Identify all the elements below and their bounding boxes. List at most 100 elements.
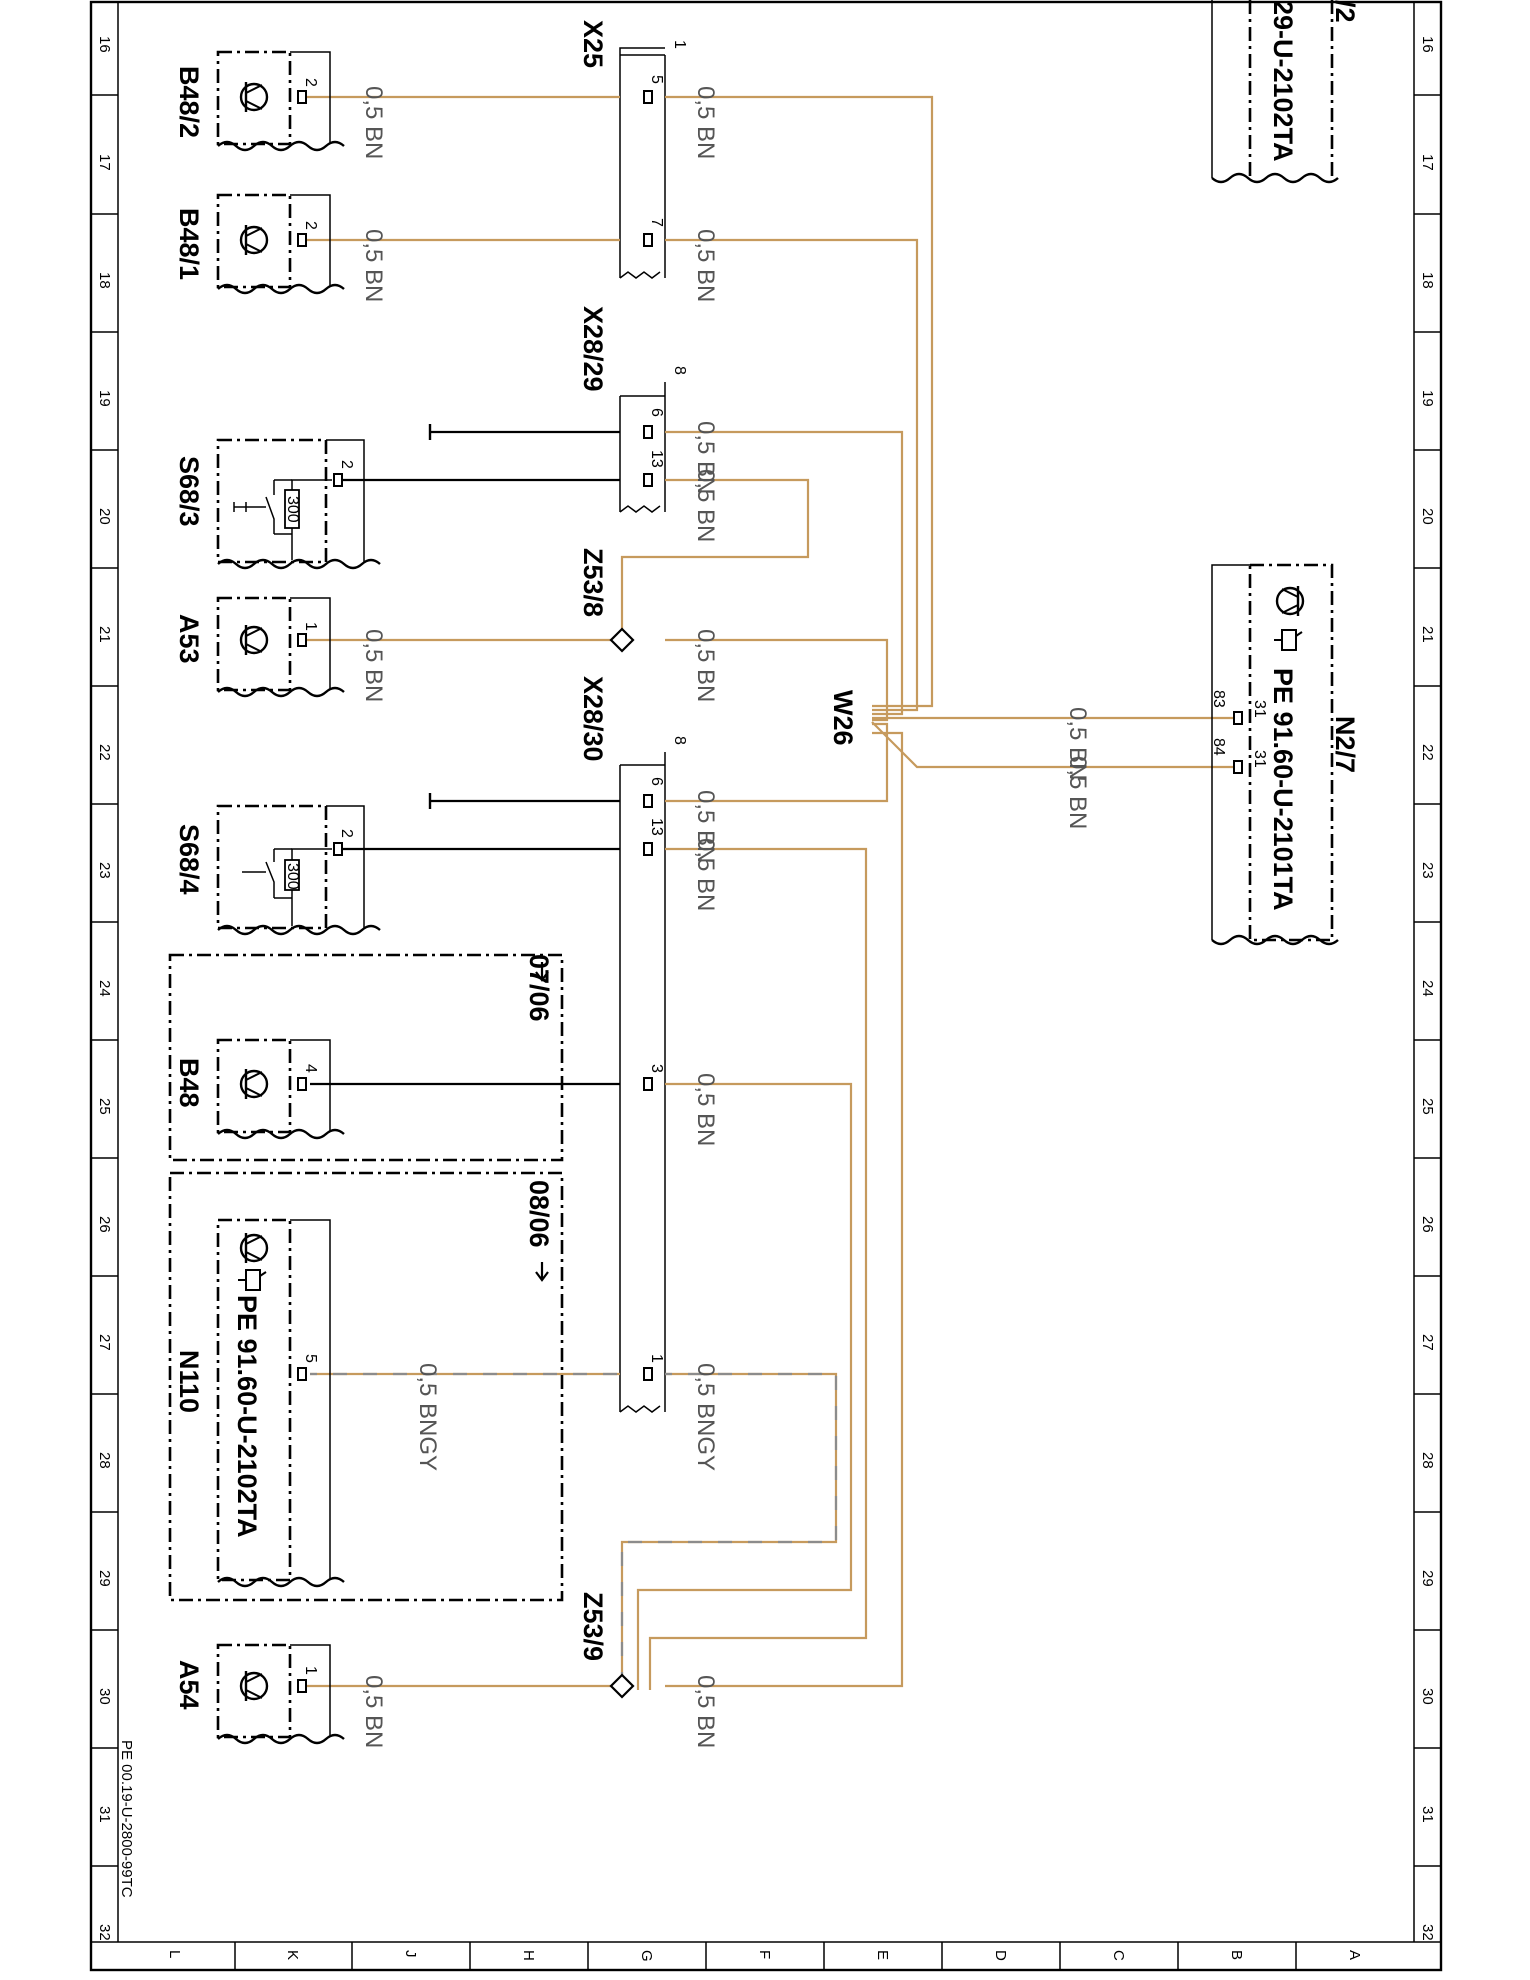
col-J: J	[402, 1950, 419, 1958]
row-16-right: 16	[1419, 36, 1436, 53]
arrow-down-icon	[535, 962, 549, 982]
row-19-left: 19	[96, 390, 113, 407]
label-x28-29: X28/29	[578, 306, 608, 392]
pin-x25-7: 7	[648, 218, 665, 227]
row-29-right: 29	[1419, 1570, 1436, 1587]
label-x28-30: X28/30	[578, 676, 608, 762]
row-25-right: 25	[1419, 1098, 1436, 1115]
component-names: B48/2 B48/1 S68/3 A53 S68/4 B48 N110 A54…	[174, 0, 1360, 1710]
ref-n110: PE 91.60-U-2102TA	[232, 1295, 262, 1538]
pin-s68-4: 2	[338, 829, 355, 838]
row-26-right: 26	[1419, 1216, 1436, 1233]
splice-points	[609, 627, 635, 1699]
row-21-right: 21	[1419, 626, 1436, 643]
pin-n2-7-31b: 31	[1251, 750, 1268, 768]
row-23-left: 23	[96, 862, 113, 879]
pin-x28-30-6: 6	[648, 777, 665, 786]
label-n2-7: N2/7	[1330, 716, 1360, 773]
wire-label: 0,5 BN	[692, 421, 719, 494]
col-D: D	[992, 1950, 1009, 1961]
pin-n110: 5	[302, 1354, 319, 1363]
pin-x28-29-6: 6	[648, 408, 665, 417]
pin-x28-30-3: 3	[648, 1064, 665, 1073]
wire-label: 0,5 BN	[692, 838, 719, 911]
wire-label: 0,5 BN	[692, 629, 719, 702]
hand-pointer-icon	[238, 1269, 267, 1291]
label-z53-8: Z53/8	[578, 548, 608, 617]
pin-n2-7-84: 84	[1210, 738, 1227, 756]
page-frame	[89, 0, 1443, 1972]
row-30-left: 30	[96, 1688, 113, 1705]
label-top-component: /2	[1330, 0, 1360, 23]
row-27-right: 27	[1419, 1334, 1436, 1351]
row-16-left: 16	[96, 36, 113, 53]
wire-label: 0,5 BN	[1064, 756, 1091, 829]
wire-label: 0,5 BN	[692, 790, 719, 863]
reference-texts: PE 91.60-U-2102TA PE 91.60-U-2101TA 29-U…	[232, 0, 1298, 1538]
label-a54: A54	[174, 1660, 204, 1710]
component-boxes	[168, 0, 1339, 1745]
resistor-s68-4: 300	[284, 863, 301, 890]
row-22-left: 22	[96, 744, 113, 761]
pin-n2-7-83: 83	[1210, 690, 1227, 708]
grid-column-labels: L K J H G F E D C B A	[166, 1950, 1363, 1962]
wire-label: 0,5 BNGY	[414, 1363, 441, 1471]
range-08-06: 08/06	[524, 1180, 554, 1248]
pin-a54: 1	[302, 1666, 319, 1675]
wire-labels: 0,5 BN 0,5 BN 0,5 BN 0,5 BN 0,5 BNGY 0,5…	[360, 86, 1091, 1748]
row-28-right: 28	[1419, 1452, 1436, 1469]
wire-label: 0,5 BN	[692, 229, 719, 302]
pin-x25-5: 5	[648, 75, 665, 84]
pin-a53: 1	[302, 622, 319, 631]
row-20-left: 20	[96, 508, 113, 525]
label-b48-1: B48/1	[174, 208, 204, 280]
wire-label: 0,5 BN	[692, 86, 719, 159]
row-28-left: 28	[96, 1452, 113, 1469]
col-H: H	[520, 1950, 537, 1961]
row-20-right: 20	[1419, 508, 1436, 525]
row-21-left: 21	[96, 626, 113, 643]
range-07-06: 07/06	[524, 954, 554, 1022]
pin-b48: 4	[302, 1064, 319, 1073]
col-A: A	[1346, 1950, 1363, 1960]
row-30-right: 30	[1419, 1688, 1436, 1705]
splice-z53-8	[609, 627, 635, 653]
col-L: L	[166, 1950, 183, 1958]
label-w26: W26	[828, 690, 858, 746]
row-18-left: 18	[96, 272, 113, 289]
pin-x25-1: 1	[671, 40, 688, 49]
row-31-left: 31	[96, 1806, 113, 1823]
pin-x28-30-1: 1	[648, 1354, 665, 1363]
label-b48-2: B48/2	[174, 66, 204, 138]
row-31-right: 31	[1419, 1806, 1436, 1823]
pin-b48-2: 2	[302, 78, 319, 87]
col-B: B	[1228, 1950, 1245, 1960]
row-18-right: 18	[1419, 272, 1436, 289]
label-a53: A53	[174, 614, 204, 664]
ref-top: 29-U-2102TA	[1268, 0, 1298, 162]
row-32-right: 32	[1419, 1924, 1436, 1941]
wire-label: 0,5 BN	[692, 469, 719, 542]
resistor-s68-3: 300	[284, 496, 301, 523]
label-n110: N110	[174, 1350, 204, 1413]
pin-x28-30-8: 8	[671, 736, 688, 745]
label-s68-3: S68/3	[174, 456, 204, 527]
wire-label: 0,5 BN	[360, 1675, 387, 1748]
col-K: K	[284, 1950, 301, 1960]
col-C: C	[1110, 1950, 1127, 1961]
row-19-right: 19	[1419, 390, 1436, 407]
row-23-right: 23	[1419, 862, 1436, 879]
connector-bars	[619, 47, 666, 1413]
row-17-left: 17	[96, 154, 113, 171]
row-27-left: 27	[96, 1334, 113, 1351]
wire-label: 0,5 BN	[360, 629, 387, 702]
row-24-right: 24	[1419, 980, 1436, 997]
grid-row-labels: 16 17 18 19 20 21 22 23 24 25 26 27 28 2…	[96, 36, 1436, 1941]
wire-label: 0,5 BN	[1064, 707, 1091, 780]
row-26-left: 26	[96, 1216, 113, 1233]
row-29-left: 29	[96, 1570, 113, 1587]
pin-x28-29-8: 8	[671, 366, 688, 375]
row-32-left: 32	[96, 1924, 113, 1941]
col-G: G	[638, 1950, 655, 1962]
